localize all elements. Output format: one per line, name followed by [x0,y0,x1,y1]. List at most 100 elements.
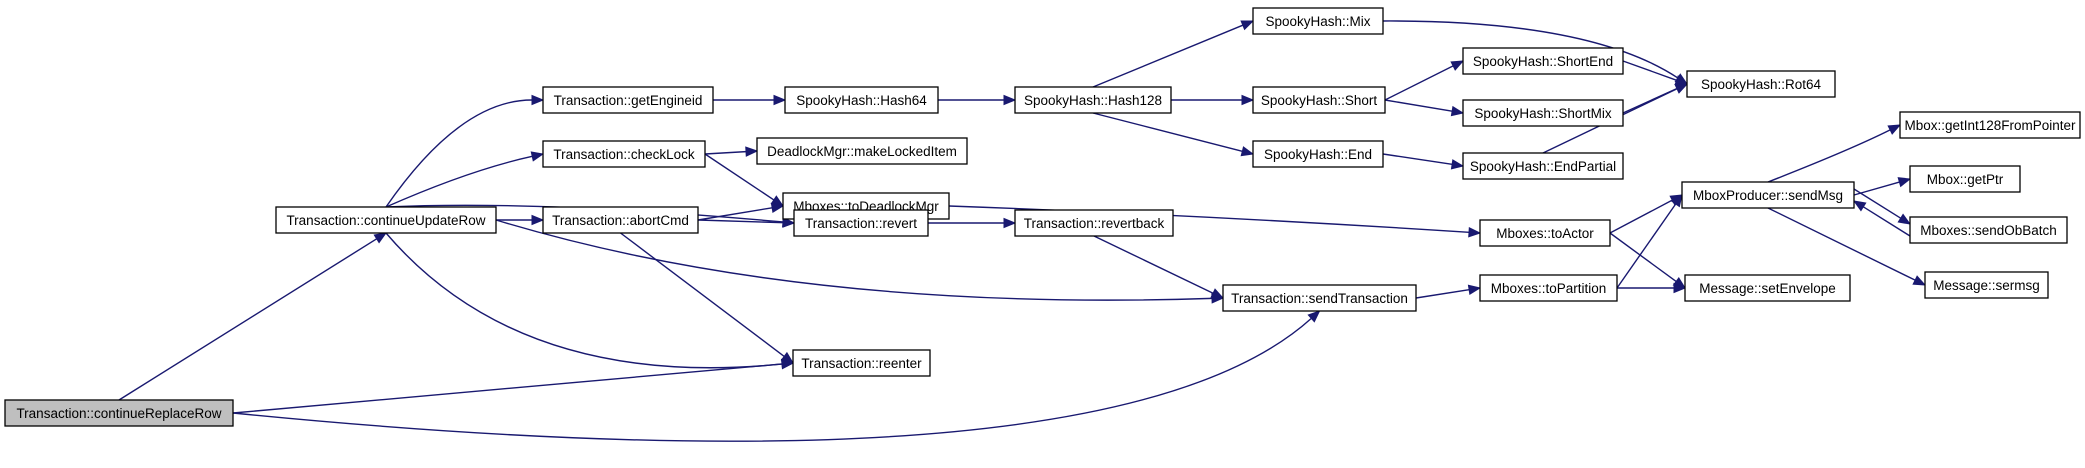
node-box[interactable] [1252,140,1384,168]
node-label: SpookyHash::Mix [1265,14,1370,29]
node-box[interactable] [1681,181,1855,209]
node-rot64[interactable]: SpookyHash::Rot64 [1686,70,1836,98]
arrowhead-icon [1852,200,1867,212]
node-checkLock[interactable]: Transaction::checkLock [542,140,706,168]
node-hash128[interactable]: SpookyHash::Hash128 [1014,86,1172,114]
node-makeLockedItem[interactable]: DeadlockMgr::makeLockedItem [756,137,968,165]
node-box[interactable] [756,137,968,165]
arrowhead-icon [782,217,796,228]
edge-line [1862,206,1911,237]
arrowhead-icon [1450,159,1465,170]
node-box[interactable] [792,349,931,377]
node-label: Transaction::getEngineid [554,93,703,108]
node-box[interactable] [1686,70,1836,98]
arrowhead-icon [1240,20,1255,31]
node-revertback[interactable]: Transaction::revertback [1014,209,1174,237]
node-box[interactable] [1479,219,1611,247]
node-box[interactable] [1462,47,1624,75]
node-getEngineid[interactable]: Transaction::getEngineid [542,86,714,114]
node-box[interactable] [1014,86,1172,114]
edges-layer [118,20,1927,442]
node-label: SpookyHash::Hash128 [1024,93,1162,108]
node-label: MboxProducer::sendMsg [1693,188,1843,203]
node-box[interactable] [1479,274,1618,302]
node-label: Transaction::continueUpdateRow [286,213,485,228]
arrowhead-icon [1887,124,1902,135]
node-box[interactable] [4,399,234,427]
edge-abortCmd-to-toDeadlockMgr [697,202,785,221]
node-hash64[interactable]: SpookyHash::Hash64 [784,86,939,114]
node-label: Transaction::checkLock [553,147,695,162]
node-revert[interactable]: Transaction::revert [793,209,929,237]
node-box[interactable] [1684,274,1851,302]
node-sermsg[interactable]: Message::sermsg [1924,271,2049,299]
edge-continueUpdateRow-to-getEngineid [385,94,545,208]
node-box[interactable] [542,86,714,114]
node-box[interactable] [1222,284,1417,312]
node-box[interactable] [1924,271,2049,299]
node-label: Transaction::revert [805,216,917,231]
node-toActor[interactable]: Mboxes::toActor [1479,219,1611,247]
node-box[interactable] [1252,7,1384,35]
edge-line [385,232,783,369]
node-shortEnd[interactable]: SpookyHash::ShortEnd [1462,47,1624,75]
node-box[interactable] [1014,209,1174,237]
node-endPartial[interactable]: SpookyHash::EndPartial [1462,152,1624,180]
node-getInt128[interactable]: Mbox::getInt128FromPointer [1899,111,2081,139]
node-continueUpdateRow[interactable]: Transaction::continueUpdateRow [275,206,497,234]
edge-toPartition-to-sendMsg [1616,193,1683,289]
arrowhead-icon [1674,83,1689,94]
node-box[interactable] [542,206,699,234]
edge-line [1622,60,1677,81]
node-box[interactable] [1909,165,2021,193]
edge-line [1609,199,1673,234]
edge-line [704,153,775,201]
edge-short-to-shortEnd [1384,60,1465,101]
edge-line [1853,181,1900,196]
edge-short-to-shortMix [1384,99,1465,117]
node-mix[interactable]: SpookyHash::Mix [1252,7,1384,35]
node-box[interactable] [784,86,939,114]
node-box[interactable] [275,206,497,234]
edge-continueUpdateRow-to-checkLock [385,151,545,208]
edge-abortCmd-to-revert [697,217,796,228]
edge-line [232,363,783,414]
edge-continueUpdateRow-to-reenter [385,232,795,370]
node-sendObBatch[interactable]: Mboxes::sendObBatch [1909,216,2068,244]
node-sendMsg[interactable]: MboxProducer::sendMsg [1681,181,1855,209]
node-label: SpookyHash::ShortMix [1474,106,1612,121]
node-box[interactable] [1462,152,1624,180]
node-box[interactable] [542,140,706,168]
node-shortMix[interactable]: SpookyHash::ShortMix [1462,99,1624,127]
arrowhead-icon [531,214,545,226]
node-continueReplaceRow[interactable]: Transaction::continueReplaceRow [4,399,234,427]
node-box[interactable] [1252,86,1386,114]
node-label: Mbox::getPtr [1927,172,2004,187]
edge-abortCmd-to-reenter [620,232,795,364]
edge-sendMsg-to-getInt128 [1767,124,1902,183]
node-getPtr[interactable]: Mbox::getPtr [1909,165,2021,193]
node-sendTransaction[interactable]: Transaction::sendTransaction [1222,284,1417,312]
node-box[interactable] [1909,216,2068,244]
edge-sendTransaction-to-toPartition [1415,284,1482,299]
arrowhead-icon [773,94,787,106]
edge-line [948,205,1470,233]
node-end[interactable]: SpookyHash::End [1252,140,1384,168]
node-toPartition[interactable]: Mboxes::toPartition [1479,274,1618,302]
node-reenter[interactable]: Transaction::reenter [792,349,931,377]
edge-line [1093,235,1214,294]
node-box[interactable] [1899,111,2081,139]
node-label: Message::sermsg [1933,278,2040,293]
node-box[interactable] [793,209,929,237]
edge-hash64-to-hash128 [938,94,1017,106]
arrowhead-icon [780,351,795,364]
arrowhead-icon [745,146,759,157]
edge-toActor-to-sendMsg [1609,194,1684,234]
arrowhead-icon [1307,310,1321,323]
node-box[interactable] [1462,99,1624,127]
edge-line [697,219,784,224]
node-setEnvelope[interactable]: Message::setEnvelope [1684,274,1851,302]
edge-toDeadlockMgr-to-toActor [948,205,1482,238]
node-abortCmd[interactable]: Transaction::abortCmd [542,206,699,234]
node-short[interactable]: SpookyHash::Short [1252,86,1386,114]
